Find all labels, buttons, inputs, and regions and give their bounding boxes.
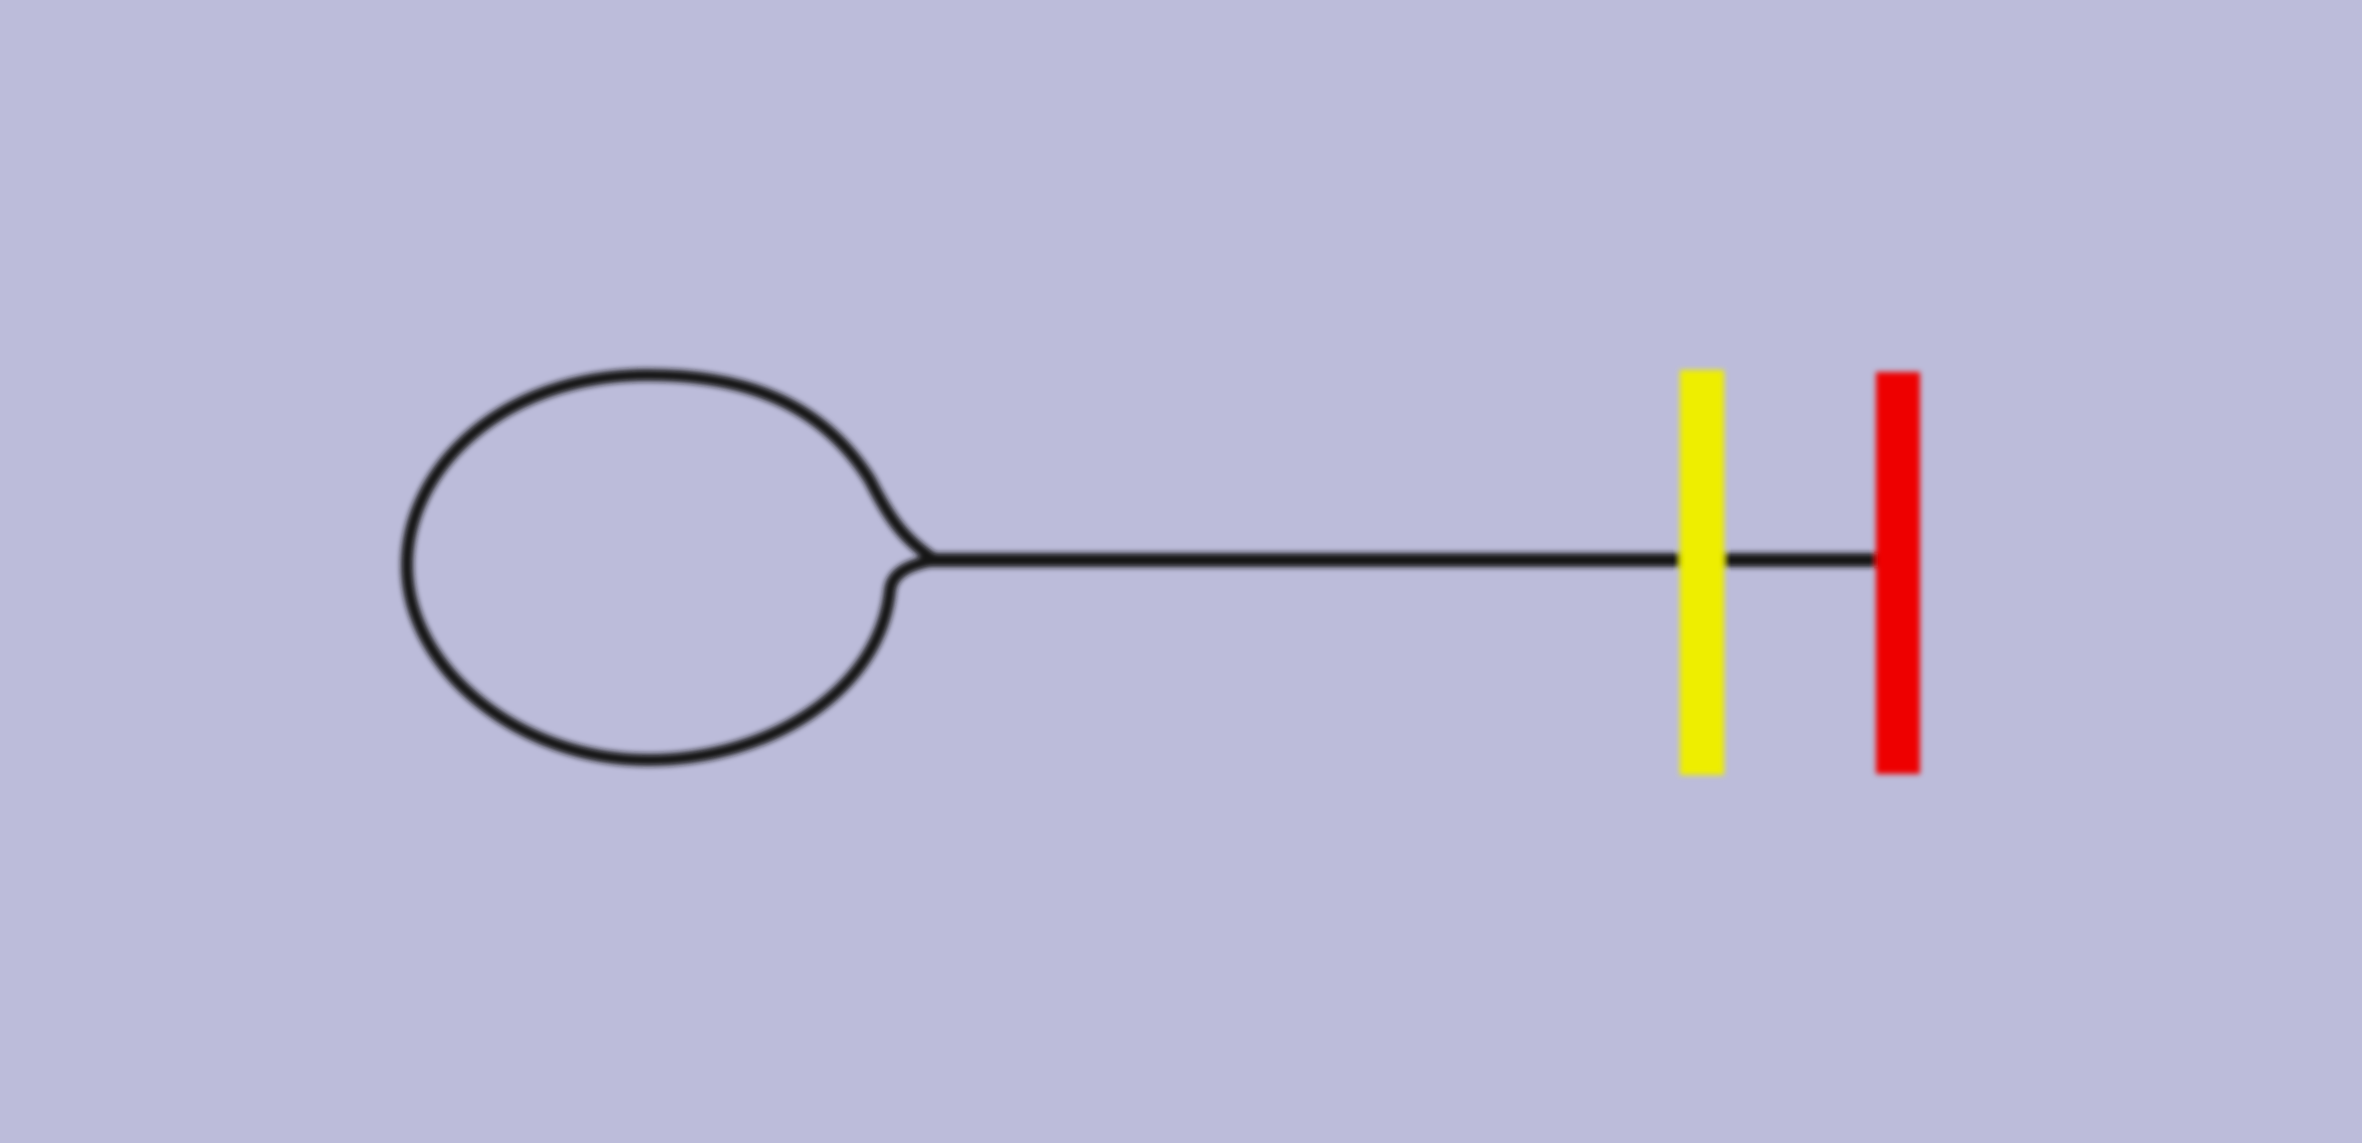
loop-shape xyxy=(401,369,941,766)
red-marker xyxy=(1876,372,1920,774)
yellow-marker xyxy=(1680,370,1724,775)
